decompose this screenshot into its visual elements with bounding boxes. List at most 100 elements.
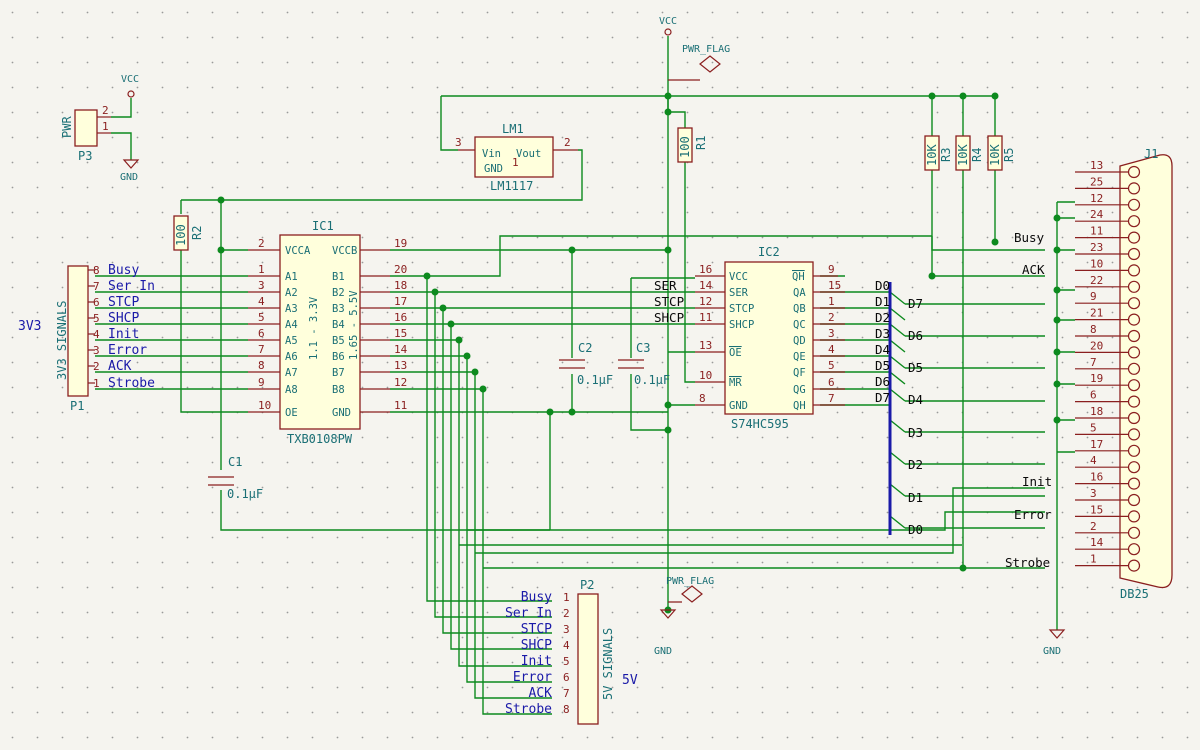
j1-pin-contact bbox=[1127, 329, 1141, 343]
j1-pin-num: 14 bbox=[1090, 536, 1104, 549]
j1-pin-num: 9 bbox=[1090, 290, 1097, 303]
ic2-pin-num: 11 bbox=[699, 311, 712, 324]
ic1-pin-num: 13 bbox=[394, 359, 407, 372]
j1-pin-contact bbox=[1127, 346, 1141, 359]
j1-pin-num: 10 bbox=[1090, 257, 1103, 270]
svg-text:P2: P2 bbox=[580, 578, 594, 592]
j1-pin-num: 18 bbox=[1090, 405, 1103, 418]
j1-pin-contact bbox=[1127, 297, 1141, 310]
ic2-pin-num: 1 bbox=[828, 295, 835, 308]
j1-pin-contact bbox=[1127, 379, 1141, 392]
ic1-pin-label: B6 bbox=[332, 351, 345, 363]
j1-pin-contact bbox=[1127, 395, 1141, 408]
svg-text:C1: C1 bbox=[228, 455, 242, 469]
ic2-pin-label: QC bbox=[793, 319, 806, 331]
p1-signal-label: Init bbox=[108, 327, 139, 342]
ic1-pin-label: A3 bbox=[285, 303, 298, 315]
svg-text:10K: 10K bbox=[925, 144, 939, 166]
ic1-pin-label: VCCB bbox=[332, 245, 357, 257]
svg-text:10K: 10K bbox=[988, 144, 1002, 166]
svg-text:0.1µF: 0.1µF bbox=[227, 487, 263, 501]
ic2-pin-num: 6 bbox=[828, 376, 835, 389]
bus-net-label: D7 bbox=[875, 390, 890, 405]
ic2-pin-label: SHCP bbox=[729, 319, 754, 331]
p2-pin-num: 6 bbox=[563, 671, 570, 684]
j1-pin-contact bbox=[1127, 231, 1141, 244]
j1-pin-contact bbox=[1127, 428, 1141, 441]
capacitor-c2: C2 0.1µF bbox=[559, 341, 613, 387]
ic2-pin-num: 7 bbox=[828, 392, 835, 405]
j1-db25: J1 DB25 13251224112310229218207196185174… bbox=[1075, 147, 1173, 601]
svg-text:3V3 SIGNALS: 3V3 SIGNALS bbox=[55, 301, 69, 380]
ic2-pin-label: QF bbox=[793, 367, 806, 379]
svg-text:PWR_FLAG: PWR_FLAG bbox=[666, 576, 714, 587]
bus-net-label: D4 bbox=[875, 342, 890, 357]
p1-signal-label: Strobe bbox=[108, 376, 155, 391]
ic2-pin-num: 10 bbox=[699, 369, 712, 382]
j1-pin-contact bbox=[1127, 559, 1141, 572]
j1-pin-num: 12 bbox=[1090, 192, 1103, 205]
j1-pin-num: 21 bbox=[1090, 307, 1103, 320]
ic1-pin-label: A4 bbox=[285, 319, 298, 331]
j1-pin-contact bbox=[1127, 411, 1141, 425]
p1-pin-num: 5 bbox=[93, 312, 100, 325]
ic1-pin-label: B5 bbox=[332, 335, 345, 347]
ic1-pin-num: 9 bbox=[258, 376, 265, 389]
j1-pin-contact bbox=[1127, 510, 1141, 523]
ic2-pin-num: 5 bbox=[828, 359, 835, 372]
ic1-pin-num: 18 bbox=[394, 279, 407, 292]
p1-pin-num: 1 bbox=[93, 377, 100, 390]
j1-pin-contact bbox=[1127, 526, 1141, 539]
j1-pin-contact bbox=[1127, 247, 1141, 261]
p1-pin-num: 2 bbox=[93, 360, 100, 373]
ic2-pin-num: 9 bbox=[828, 263, 835, 276]
ic1-pin-label: A5 bbox=[285, 335, 298, 347]
svg-text:LM1117: LM1117 bbox=[490, 179, 533, 193]
j1-pin-contact bbox=[1127, 264, 1141, 277]
p1-pin-num: 7 bbox=[93, 280, 100, 293]
label-3v3: 3V3 bbox=[18, 319, 41, 334]
j1-pin-contact bbox=[1127, 543, 1141, 556]
p2-signal-label: ACK bbox=[529, 686, 553, 701]
ic1-pin-label: A2 bbox=[285, 287, 298, 299]
ic2-pin-label: STCP bbox=[729, 303, 754, 315]
j1-pin-num: 13 bbox=[1090, 159, 1103, 172]
resistor-r3: 10K R3 bbox=[924, 135, 953, 171]
net-labels: SER STCP SHCP Busy ACK Init Error Strobe… bbox=[654, 230, 1052, 570]
p2-pin-num: 4 bbox=[563, 639, 570, 652]
svg-text:1.1 - 3.3V: 1.1 - 3.3V bbox=[308, 296, 320, 360]
bus-net-label: D5 bbox=[908, 360, 923, 375]
j1-pin-num: 20 bbox=[1090, 339, 1103, 352]
ic2-pin-label: QE bbox=[793, 351, 806, 363]
ic1-pin-num: 2 bbox=[258, 237, 265, 250]
j1-pin-num: 19 bbox=[1090, 372, 1103, 385]
svg-text:Strobe: Strobe bbox=[1005, 555, 1050, 570]
ic2-pin-label: QH bbox=[793, 400, 806, 412]
svg-text:C3: C3 bbox=[636, 341, 650, 355]
j1-pin-num: 25 bbox=[1090, 175, 1103, 188]
svg-text:VCC: VCC bbox=[659, 16, 677, 27]
bus-net-label: D5 bbox=[875, 358, 890, 373]
svg-text:100: 100 bbox=[678, 136, 692, 158]
ic1-pin-label: B4 bbox=[332, 319, 345, 331]
svg-text:PWR_FLAG: PWR_FLAG bbox=[682, 44, 730, 55]
svg-text:2: 2 bbox=[102, 104, 109, 117]
j1-pin-num: 11 bbox=[1090, 225, 1103, 238]
j1-pin-num: 8 bbox=[1090, 323, 1097, 336]
svg-text:ACK: ACK bbox=[1022, 262, 1045, 277]
svg-text:R5: R5 bbox=[1002, 148, 1016, 162]
ic1-pin-num: 11 bbox=[394, 399, 407, 412]
svg-text:P1: P1 bbox=[70, 399, 84, 413]
svg-text:GND: GND bbox=[1043, 646, 1061, 657]
ic2-pin-num: 14 bbox=[699, 279, 713, 292]
svg-text:1.65 - 5.5V: 1.65 - 5.5V bbox=[348, 290, 360, 360]
p2-pin-num: 7 bbox=[563, 687, 570, 700]
j1-pin-contact bbox=[1127, 461, 1141, 474]
j1-pin-num: 16 bbox=[1090, 471, 1103, 484]
svg-text:5V SIGNALS: 5V SIGNALS bbox=[601, 628, 615, 700]
capacitor-c3: C3 0.1µF bbox=[618, 341, 670, 387]
svg-text:GND: GND bbox=[654, 646, 672, 657]
